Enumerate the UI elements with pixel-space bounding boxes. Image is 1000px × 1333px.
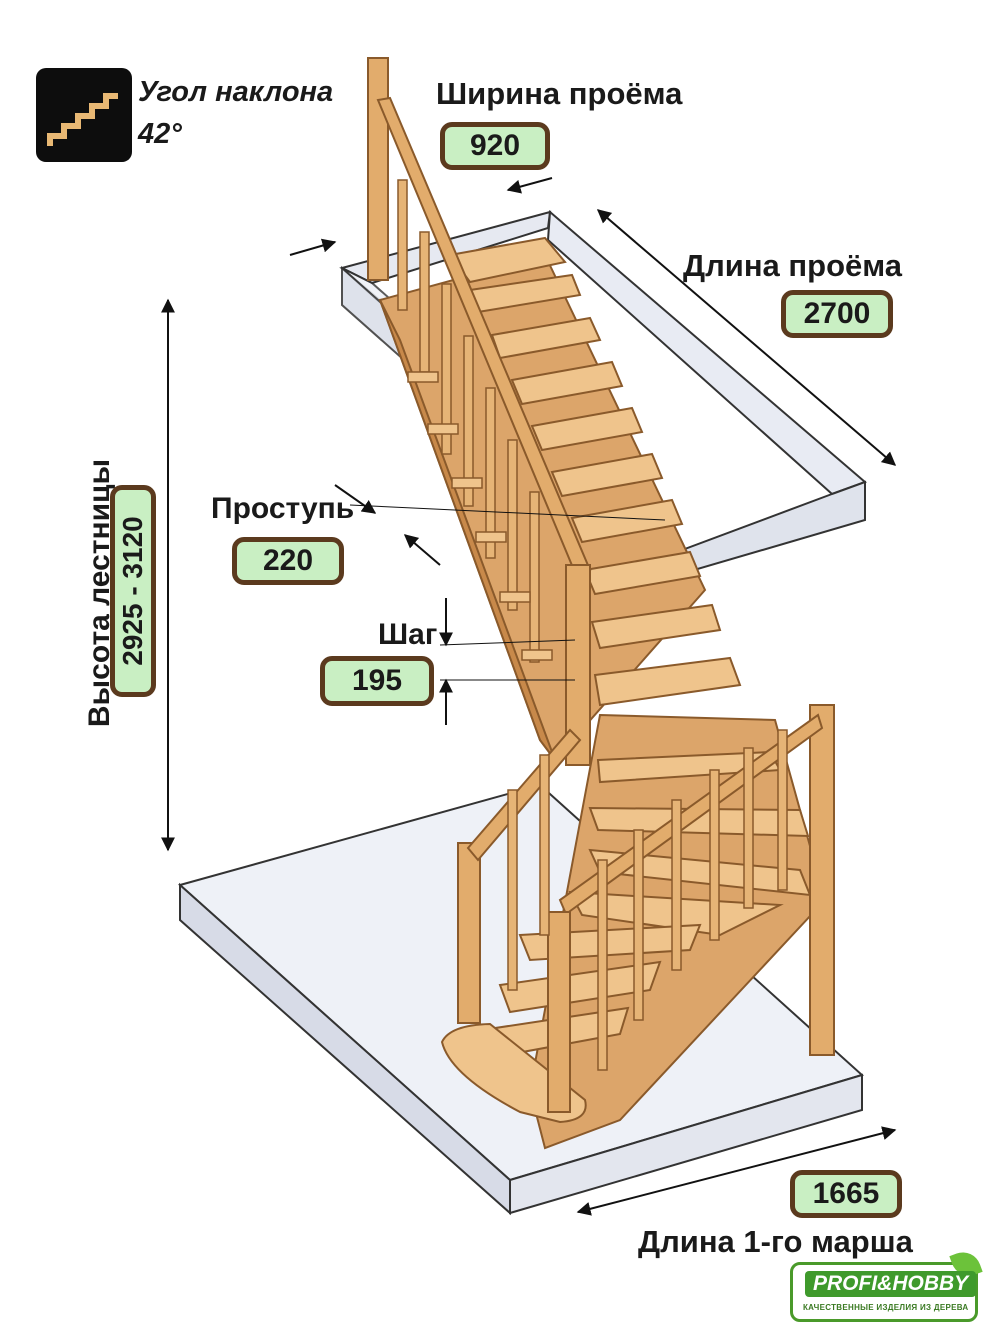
opening-length-label: Длина проёма xyxy=(683,248,903,283)
opening-width-label: Ширина проёма xyxy=(436,76,683,111)
brand-name: PROFI&HOBBY xyxy=(805,1271,977,1297)
lower-flight xyxy=(440,704,835,1150)
opening-length-value: 2700 xyxy=(781,290,893,338)
stair-height-value: 2925 - 3120 xyxy=(110,485,156,697)
first-flight-length-value: 1665 xyxy=(790,1170,902,1218)
upper-railing xyxy=(367,57,592,766)
stairs-angle-icon xyxy=(36,68,132,162)
angle-value: 42° xyxy=(138,118,182,150)
tread-label: Проступь xyxy=(211,492,355,525)
step-value: 195 xyxy=(320,656,434,706)
first-flight-length-label: Длина 1-го марша xyxy=(638,1224,913,1259)
brand-tagline: КАЧЕСТВЕННЫЕ ИЗДЕЛИЯ ИЗ ДЕРЕВА xyxy=(803,1303,969,1312)
step-label: Шаг xyxy=(378,618,438,651)
tread-value: 220 xyxy=(232,537,344,585)
dimension-lines xyxy=(161,177,897,1216)
brand-logo: PROFI&HOBBY КАЧЕСТВЕННЫЕ ИЗДЕЛИЯ ИЗ ДЕРЕ… xyxy=(790,1247,983,1322)
angle-label: Угол наклона xyxy=(138,76,334,108)
opening-width-value: 920 xyxy=(440,122,550,170)
